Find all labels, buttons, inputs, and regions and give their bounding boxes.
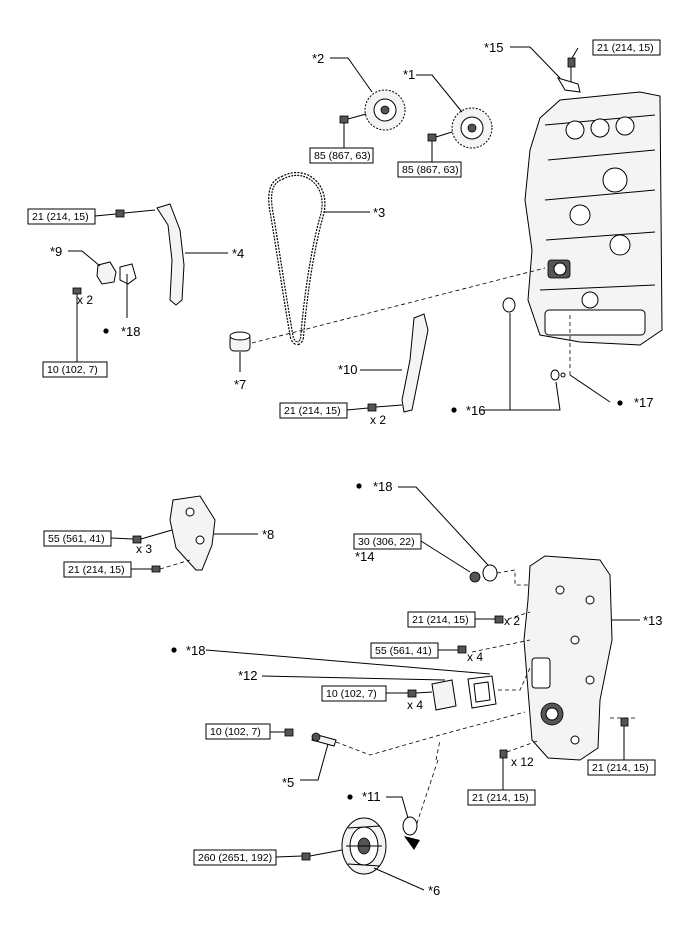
camshaft-sprocket-2 <box>364 89 406 131</box>
svg-text:21 (214, 15): 21 (214, 15) <box>412 614 469 626</box>
bolt-icon <box>132 529 173 544</box>
bullet-marker <box>171 647 177 653</box>
torque-spec-box: 21 (214, 15) <box>279 402 369 419</box>
timing-chain-3 <box>268 171 370 346</box>
torque-spec-box: 21 (214, 15) <box>592 39 661 56</box>
callout-2: *2 <box>312 51 324 66</box>
bullet-marker <box>451 407 457 413</box>
bolt-icon <box>301 849 343 861</box>
bolt-icon <box>339 113 367 124</box>
callout-11: *11 <box>362 789 381 804</box>
bolt-icon <box>457 645 467 654</box>
callout-14: *14 <box>355 549 375 564</box>
svg-text:10 (102, 7): 10 (102, 7) <box>210 726 261 738</box>
torque-spec-box: 21 (214, 15) <box>27 208 117 225</box>
callout-16: *16 <box>466 403 486 418</box>
bullet-marker <box>617 400 623 406</box>
quantity-label: x 2 <box>504 614 520 628</box>
bolt-icon <box>494 615 504 624</box>
crank-pulley-6 <box>301 817 425 891</box>
bolt-15-drawing <box>510 46 581 93</box>
bullet-marker <box>356 483 362 489</box>
callout-8: *8 <box>262 527 274 542</box>
quantity-label: x 12 <box>511 755 534 769</box>
svg-text:10 (102, 7): 10 (102, 7) <box>326 688 377 700</box>
svg-text:21 (214, 15): 21 (214, 15) <box>597 42 654 54</box>
callout-1: *1 <box>403 67 415 82</box>
svg-text:21 (214, 15): 21 (214, 15) <box>32 211 89 223</box>
crank-sensor-5 <box>284 711 526 781</box>
svg-text:85 (867, 63): 85 (867, 63) <box>314 150 371 162</box>
svg-text:10 (102, 7): 10 (102, 7) <box>47 364 98 376</box>
torque-spec-box: 21 (214, 15) <box>407 611 495 628</box>
torque-spec-box: 55 (561, 41) <box>43 530 134 547</box>
plate-8 <box>132 495 258 573</box>
quantity-label: x 4 <box>467 650 483 664</box>
crank-sprocket-7 <box>229 331 251 372</box>
bolt-icon <box>620 717 629 760</box>
callout-18-c: *18 <box>186 643 206 658</box>
bolt-icon <box>284 728 294 737</box>
timing-chain-cover-13 <box>457 555 640 790</box>
bullet-marker <box>347 794 353 800</box>
svg-text:21 (214, 15): 21 (214, 15) <box>68 564 125 576</box>
callout-4: *4 <box>232 246 244 261</box>
callout-6: *6 <box>428 883 440 898</box>
oil-seal-11 <box>386 739 441 850</box>
callout-10: *10 <box>338 362 358 377</box>
callout-13: *13 <box>643 613 663 628</box>
svg-text:55 (561, 41): 55 (561, 41) <box>375 645 432 657</box>
bolt-icon <box>367 403 403 412</box>
svg-text:55 (561, 41): 55 (561, 41) <box>48 533 105 545</box>
callout-3: *3 <box>373 205 385 220</box>
torque-spec-box: 30 (306, 22) <box>353 533 422 550</box>
torque-spec-box: 10 (102, 7) <box>42 361 108 378</box>
torque-spec-box: 21 (214, 15) <box>63 561 152 578</box>
svg-text:260 (2651, 192): 260 (2651, 192) <box>198 852 272 864</box>
callout-12: *12 <box>238 668 258 683</box>
bullet-marker <box>103 328 109 334</box>
svg-text:85 (867, 63): 85 (867, 63) <box>402 164 459 176</box>
torque-spec-box: 260 (2651, 192) <box>193 849 303 866</box>
callout-18-b: *18 <box>373 479 393 494</box>
bolt-icon <box>151 559 191 573</box>
svg-text:21 (214, 15): 21 (214, 15) <box>592 762 649 774</box>
svg-text:30 (306, 22): 30 (306, 22) <box>358 536 415 548</box>
engine-block-drawing <box>524 91 663 346</box>
cover-plate-12 <box>205 649 531 711</box>
quantity-label: x 2 <box>370 413 386 427</box>
torque-spec-box: 85 (867, 63) <box>309 147 374 164</box>
callout-18-a: *18 <box>121 324 141 339</box>
quantity-label: x 2 <box>77 293 93 307</box>
chain-guide-4 <box>115 203 228 306</box>
bolt-icon <box>499 749 508 790</box>
callout-7: *7 <box>234 377 246 392</box>
chain-slipper-10 <box>360 313 429 413</box>
svg-text:21 (214, 15): 21 (214, 15) <box>284 405 341 417</box>
quantity-label: x 4 <box>407 698 423 712</box>
torque-spec-box: 55 (561, 41) <box>370 642 458 659</box>
callout-17: *17 <box>634 395 654 410</box>
callout-5: *5 <box>282 775 294 790</box>
torque-spec-box: 85 (867, 63) <box>397 161 462 178</box>
bolt-icon <box>427 131 453 142</box>
tensioner-9 <box>68 250 137 362</box>
torque-spec-box: 10 (102, 7) <box>205 723 285 740</box>
quantity-label: x 3 <box>136 542 152 556</box>
callout-15: *15 <box>484 40 504 55</box>
torque-spec-box: 21 (214, 15) <box>587 759 656 776</box>
o-rings-16-17 <box>480 297 611 411</box>
svg-text:21 (214, 15): 21 (214, 15) <box>472 792 529 804</box>
callout-9: *9 <box>50 244 62 259</box>
torque-spec-box: 21 (214, 15) <box>467 789 536 806</box>
seal-14-18 <box>398 486 540 586</box>
camshaft-sprocket-1 <box>451 107 493 149</box>
bolt-icon <box>115 209 156 218</box>
torque-spec-box: 10 (102, 7) <box>321 685 408 702</box>
bolt-icon <box>407 689 433 698</box>
